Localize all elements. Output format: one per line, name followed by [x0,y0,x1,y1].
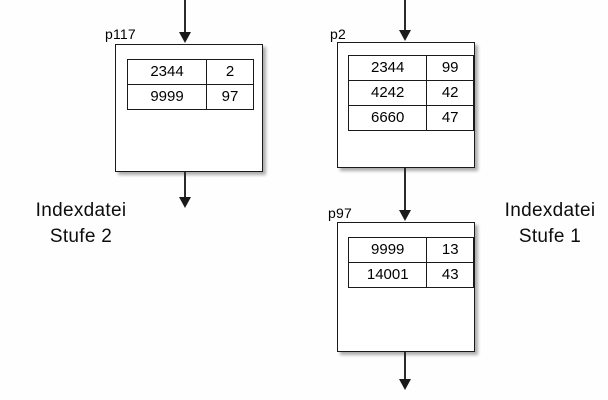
entry-pointer: 42 [426,80,474,106]
table-row[interactable]: 9999 13 [347,237,474,263]
table-row[interactable]: 14001 43 [347,262,474,288]
index-block-p97[interactable]: 9999 13 14001 43 [337,222,475,352]
arrow-shaft [404,0,406,31]
entry-pointer: 47 [426,105,474,131]
block-label-p2: p2 [330,26,346,42]
entry-pointer: 99 [426,55,474,81]
table-row[interactable]: 2344 2 [127,59,254,85]
index-block-p2[interactable]: 2344 99 4242 42 6660 47 [337,42,475,168]
table-row[interactable]: 4242 42 [347,80,474,106]
entry-key: 4242 [347,80,428,106]
arrow-shaft [184,172,186,198]
table-row[interactable]: 2344 99 [347,55,474,81]
caption-right-line2: Stufe 1 [518,226,582,247]
entry-pointer: 43 [426,262,474,288]
arrow-head-icon [399,30,411,41]
arrow-head-icon [179,197,191,208]
index-block-p117[interactable]: 2344 2 9999 97 [115,44,263,172]
caption-left-line1: Indexdatei [35,200,127,221]
caption-right-line1: Indexdatei [504,200,596,221]
entry-table-p117: 2344 2 9999 97 [127,59,254,110]
table-row[interactable]: 9999 97 [127,84,254,110]
entry-key: 9999 [347,237,428,263]
caption-right: Indexdatei Stufe 1 [494,198,606,250]
block-label-p97: p97 [328,205,352,221]
arrow-head-icon [399,379,411,390]
arrow-shaft [184,0,186,33]
entry-pointer: 97 [206,84,254,110]
entry-key: 6660 [347,105,428,131]
entry-key: 2344 [127,59,207,85]
table-row[interactable]: 6660 47 [347,105,474,131]
entry-key: 14001 [347,262,428,288]
caption-left: Indexdatei Stufe 2 [22,198,140,250]
entry-pointer: 13 [426,237,474,263]
arrow-head-icon [399,210,411,221]
entry-pointer: 2 [206,59,254,85]
entry-key: 2344 [347,55,428,81]
block-label-p117: p117 [105,26,136,42]
entry-table-p2: 2344 99 4242 42 6660 47 [347,55,474,131]
entry-table-p97: 9999 13 14001 43 [347,237,474,288]
entry-key: 9999 [127,84,207,110]
arrow-head-icon [179,32,191,43]
caption-left-line2: Stufe 2 [49,226,113,247]
arrow-shaft [404,168,406,211]
arrow-shaft [404,352,406,380]
